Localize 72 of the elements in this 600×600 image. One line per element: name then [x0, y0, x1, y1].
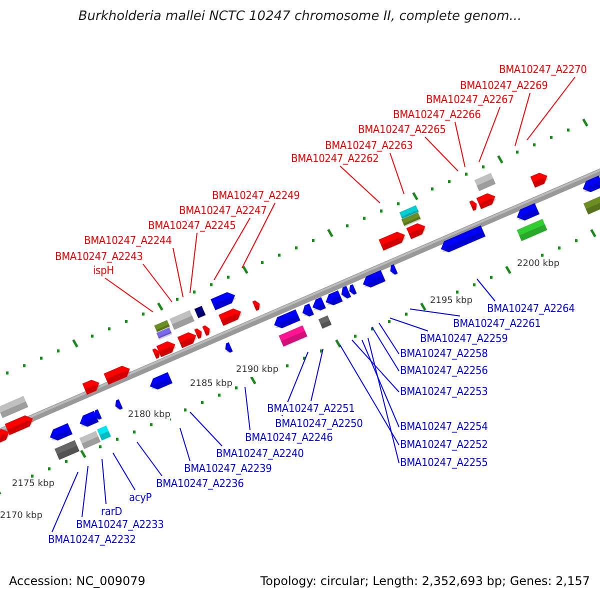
leader-line: [340, 344, 400, 446]
leader-line: [244, 386, 250, 430]
scale-label: 2185 kbp: [190, 378, 232, 391]
gene-label: BMA10247_A2245: [148, 219, 236, 232]
gene-label: acyP: [129, 491, 152, 504]
gene-label: BMA10247_A2244: [84, 234, 172, 247]
gene-label: BMA10247_A2246: [245, 431, 333, 444]
leader-line: [172, 248, 184, 298]
leader-line: [104, 278, 154, 312]
scale-label: 2180 kbp: [128, 409, 170, 422]
gene-label: BMA10247_A2254: [400, 420, 488, 433]
accession-text: Accession: NC_009079: [9, 575, 146, 588]
leader-line: [390, 152, 404, 194]
gene-label: BMA10247_A2233: [76, 518, 164, 531]
gene-label: BMA10247_A2265: [358, 123, 446, 136]
gene-label: BMA10247_A2267: [426, 93, 514, 106]
leader-line: [514, 92, 530, 146]
scale-label: 2190 kbp: [236, 364, 278, 377]
leader-line: [352, 340, 400, 392]
leader-line: [410, 308, 460, 316]
leader-line: [190, 412, 222, 446]
gene-label: BMA10247_A2269: [460, 79, 548, 92]
gene-label: BMA10247_A2258: [400, 347, 488, 360]
leader-line: [362, 340, 400, 428]
gene-label: BMA10247_A2251: [267, 402, 355, 415]
leader-line: [112, 452, 136, 490]
gene-label: BMA10247_A2261: [453, 317, 541, 330]
gene-label: BMA10247_A2264: [487, 302, 575, 315]
gene-label: BMA10247_A2236: [156, 477, 244, 490]
gene-label: BMA10247_A2250: [275, 417, 363, 430]
leader-line: [478, 106, 500, 162]
leader-line: [52, 472, 78, 532]
scale-label: 2200 kbp: [517, 258, 560, 271]
gene-label: BMA10247_A2255: [400, 456, 488, 469]
leader-line: [378, 322, 400, 354]
leader-line: [180, 428, 190, 462]
scale-label: 2170 kbp: [0, 510, 42, 523]
leader-line: [340, 166, 380, 204]
scale-label: 2195 kbp: [430, 295, 472, 308]
leader-line: [526, 76, 576, 140]
gene-label: BMA10247_A2247: [179, 204, 267, 217]
leader-line: [142, 264, 172, 302]
gene-label: BMA10247_A2232: [48, 533, 136, 546]
gene-label: BMA10247_A2243: [55, 250, 143, 263]
gene-label: ispH: [93, 264, 114, 277]
gene-label: BMA10247_A2249: [212, 189, 300, 202]
gene-label: rarD: [101, 505, 122, 518]
leader-line: [476, 278, 496, 302]
leader-line: [310, 348, 324, 402]
leader-line: [102, 458, 106, 504]
leader-line: [368, 338, 400, 464]
gene-label: BMA10247_A2252: [400, 438, 488, 451]
gene-label: BMA10247_A2266: [393, 108, 481, 121]
leader-line: [242, 202, 276, 268]
leader-line: [190, 232, 198, 294]
gene-label: BMA10247_A2259: [420, 332, 508, 345]
gene-label: BMA10247_A2270: [499, 63, 587, 76]
gene-label: BMA10247_A2239: [184, 462, 272, 475]
gene-label: BMA10247_A2263: [325, 139, 413, 152]
gene-label: BMA10247_A2262: [291, 152, 379, 165]
leader-line: [136, 442, 162, 476]
gene-label: BMA10247_A2256: [400, 364, 488, 377]
leader-line: [454, 122, 466, 168]
summary-text: Topology: circular; Length: 2,352,693 bp; Genes: 2,157: [260, 575, 590, 588]
gene-label: BMA10247_A2240: [216, 447, 304, 460]
leader-line: [372, 326, 400, 372]
leader-line: [424, 136, 458, 172]
leader-line: [214, 218, 250, 280]
scale-label: 2175 kbp: [12, 478, 54, 491]
leader-line: [82, 466, 88, 518]
gene-label: BMA10247_A2253: [400, 385, 488, 398]
leader-line: [390, 318, 428, 332]
